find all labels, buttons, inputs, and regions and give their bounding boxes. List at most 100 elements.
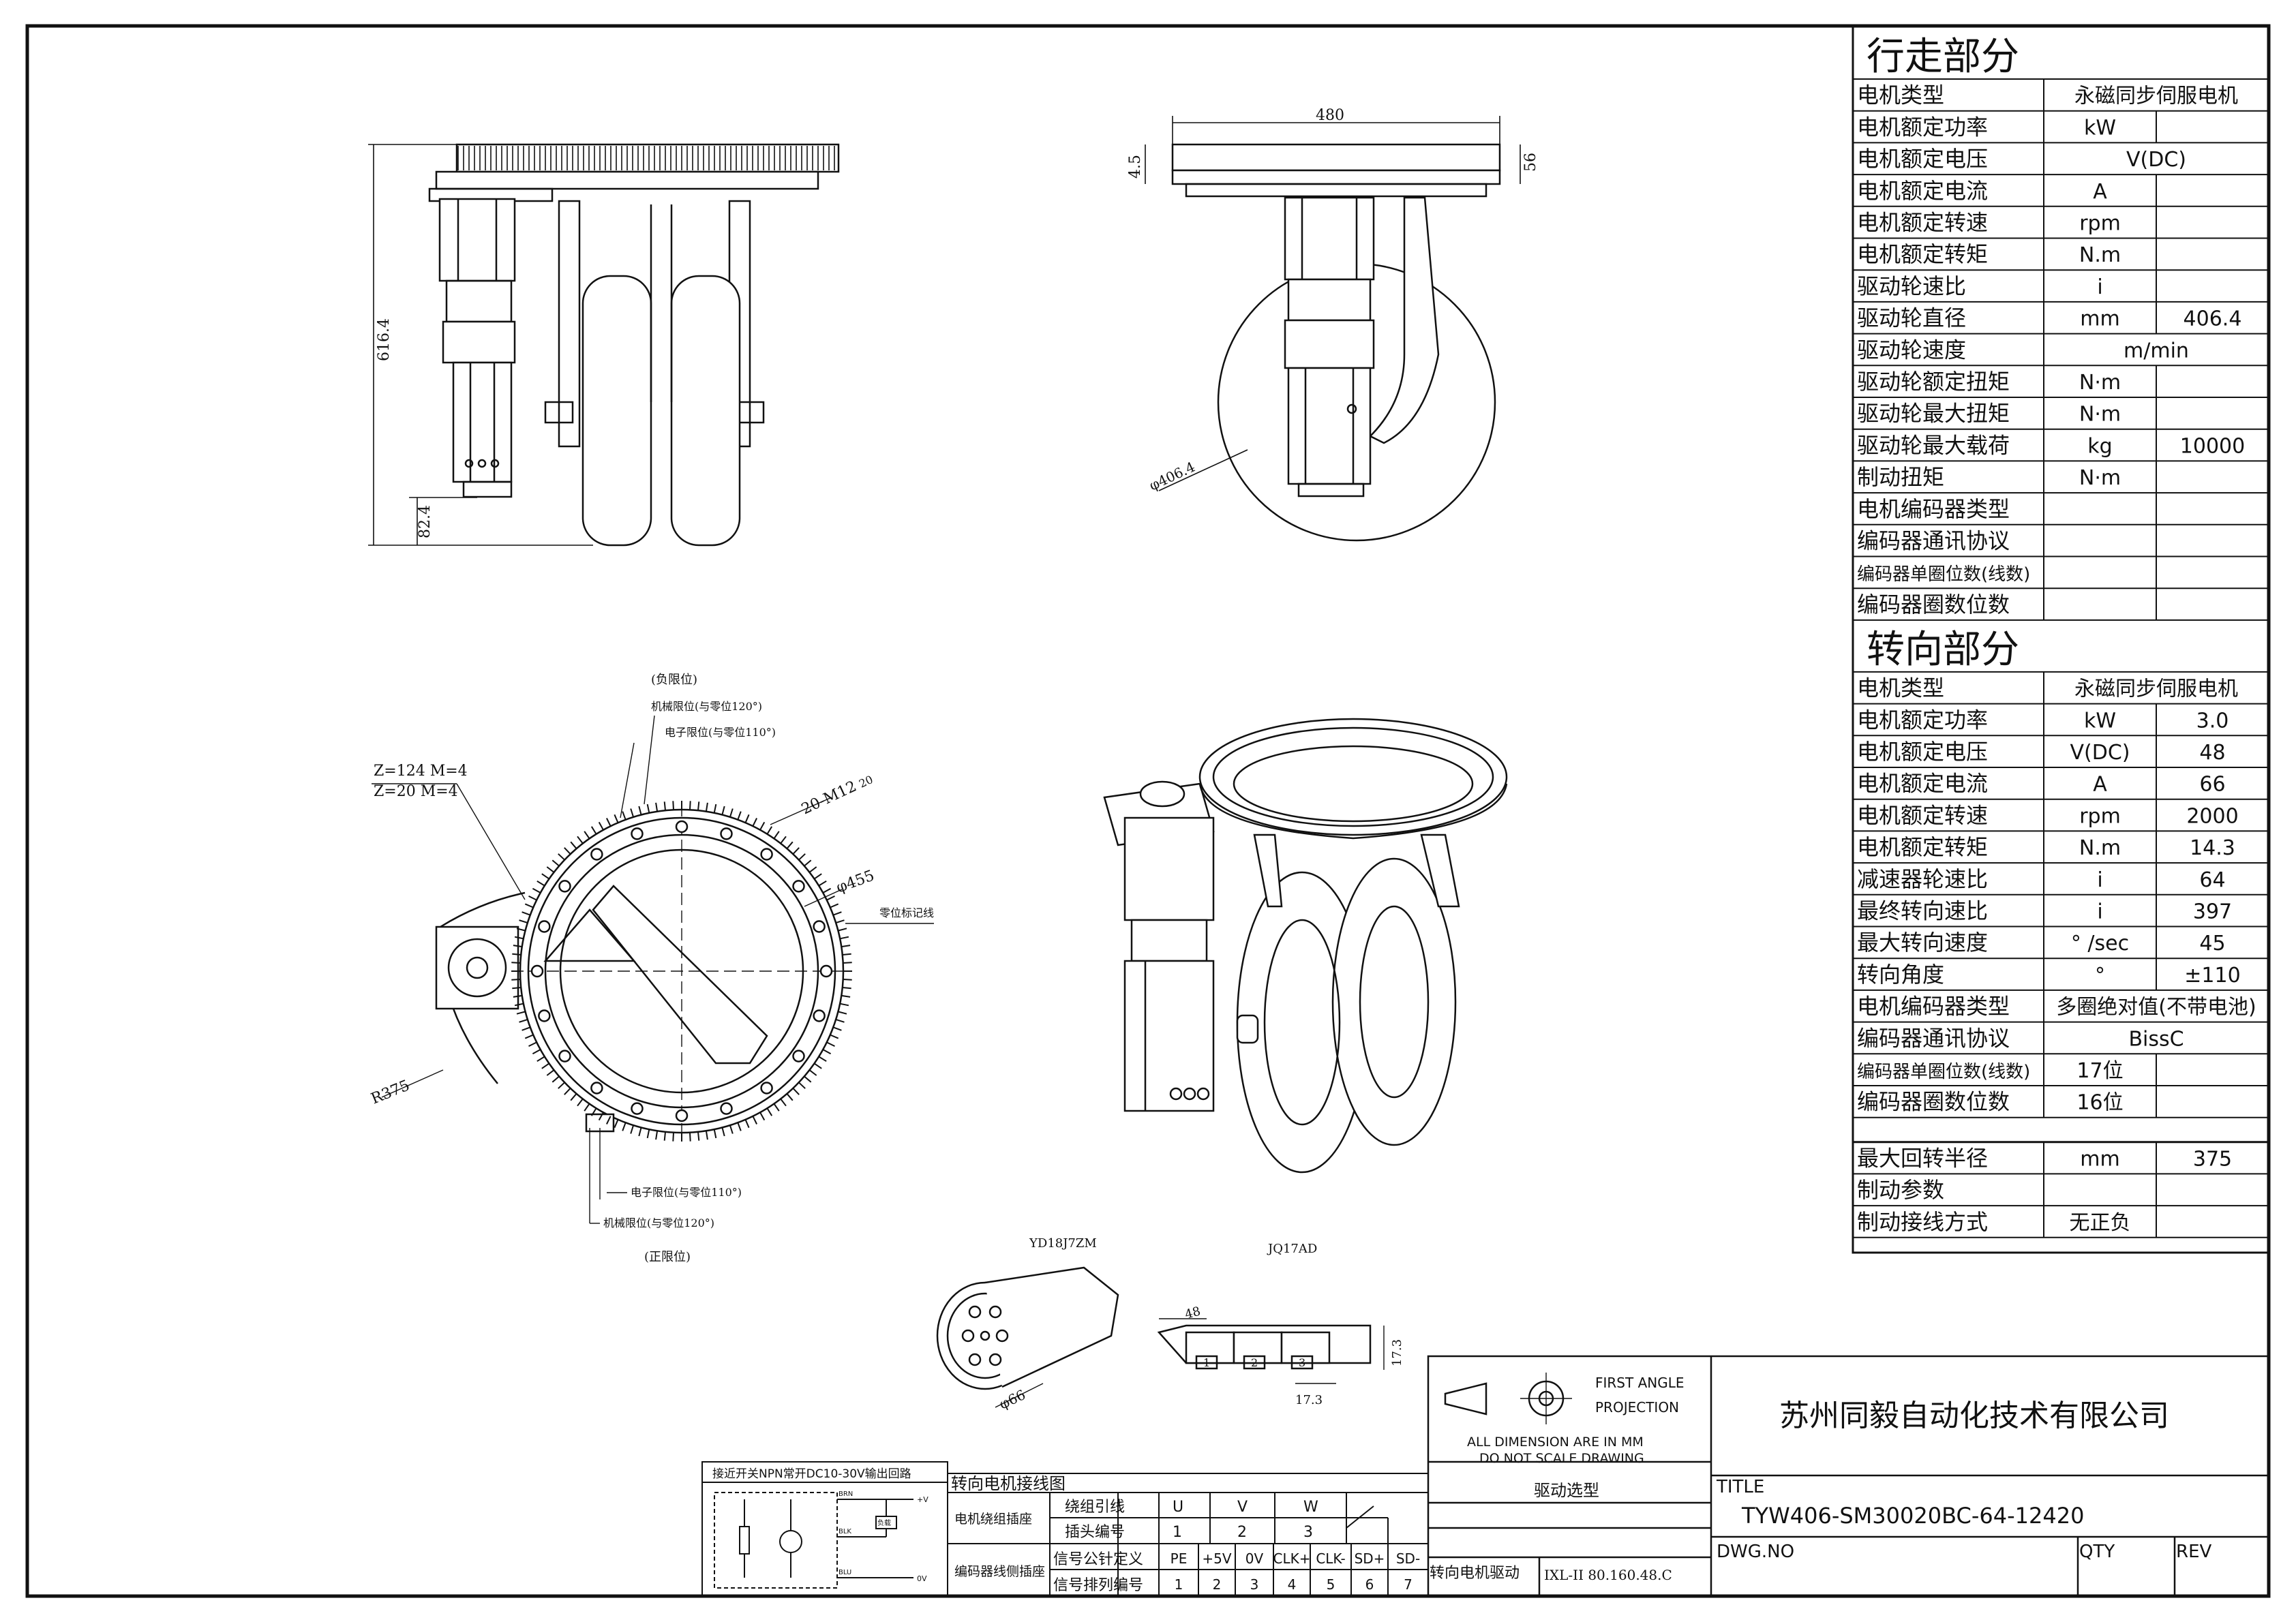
- travel-row-unit: mm: [2080, 307, 2119, 331]
- dim-wheel-diameter: φ406.4: [1147, 459, 1198, 494]
- drive-model: IXL-II 80.160.48.C: [1544, 1567, 1672, 1583]
- steer-row-label: 编码器圈数位数: [1857, 1089, 2010, 1115]
- steer-row-unit: rpm: [2079, 804, 2121, 828]
- sensor-blk: BLK: [839, 1528, 851, 1535]
- travel-row-label: 驱动轮额定扭矩: [1857, 369, 2010, 395]
- travel-row-label: 电机额定转速: [1857, 210, 1988, 236]
- travel-row-unit: V(DC): [2126, 148, 2186, 172]
- wiring-plug-1: 1: [1173, 1524, 1182, 1541]
- signal-def-cell: +5V: [1202, 1550, 1231, 1567]
- steer-row-label: 最终转向速比: [1857, 898, 1988, 924]
- signal-num-cell: 4: [1288, 1576, 1297, 1593]
- limit-neg: (负限位): [651, 673, 697, 687]
- steer-row-value: 14.3: [2190, 836, 2235, 860]
- travel-row-label: 驱动轮速比: [1857, 273, 1966, 299]
- steer-row-label: 最大转向速度: [1857, 930, 1988, 955]
- wiring-motor-socket: 电机绕组插座: [954, 1512, 1032, 1527]
- extra-row-label: 制动接线方式: [1857, 1209, 1988, 1235]
- signal-def-cell: 0V: [1245, 1550, 1264, 1567]
- round-connector-name: YD18J7ZM: [1029, 1236, 1097, 1251]
- title-label: TITLE: [1716, 1477, 1764, 1497]
- signal-def-cell: CLK+: [1273, 1550, 1311, 1567]
- steer-row-unit: A: [2093, 773, 2107, 797]
- wiring-row-2-label: 插头编号: [1065, 1524, 1125, 1541]
- signal-def-cell: SD-: [1396, 1550, 1420, 1567]
- limit-mech-top: 机械限位(与零位120°): [651, 700, 762, 713]
- dim-side-width: 480: [1316, 107, 1344, 124]
- dim-front-bottom: 82.4: [417, 505, 434, 538]
- steer-row-label: 电机额定电流: [1857, 771, 1988, 797]
- steer-row-value: 3.0: [2196, 709, 2229, 733]
- gear-teeth-front: [457, 146, 835, 170]
- travel-row-label: 制动扭矩: [1857, 464, 1944, 490]
- plug-dim-h: 17.3: [1390, 1339, 1404, 1366]
- plug-pin-1: 1: [1203, 1356, 1210, 1369]
- steer-row-label: 编码器单圈位数(线数): [1857, 1062, 2030, 1082]
- drive-label: 转向电机驱动: [1430, 1565, 1520, 1582]
- steer-row-label: 电机额定转速: [1857, 802, 1988, 828]
- travel-row-value: 406.4: [2184, 307, 2242, 331]
- limit-pos: (正限位): [644, 1250, 691, 1264]
- sensor-load: 负载: [877, 1518, 891, 1527]
- drive-type: 驱动选型: [1534, 1481, 1599, 1500]
- title-block: [1427, 1355, 2270, 1597]
- signal-num-cell: 6: [1365, 1576, 1374, 1593]
- steer-row-unit: V(DC): [2070, 741, 2130, 765]
- steer-row-unit: kW: [2084, 709, 2116, 733]
- dim-front-height: 616.4: [376, 318, 393, 361]
- steer-row-label: 电机额定转矩: [1857, 834, 1988, 860]
- plug-dim-bot: 17.3: [1295, 1393, 1323, 1407]
- zero-mark: 零位标记线: [879, 906, 934, 919]
- limit-elec-top: 电子限位(与零位110°): [665, 726, 776, 739]
- travel-row-label: 编码器通讯协议: [1857, 528, 2010, 554]
- rev-label: REV: [2176, 1542, 2211, 1562]
- travel-row-label: 电机额定电流: [1857, 178, 1988, 204]
- travel-row-unit: N·m: [2079, 466, 2121, 490]
- dwg-label: DWG.NO: [1717, 1542, 1794, 1562]
- teeth-big: Z=124 M=4: [374, 763, 468, 780]
- wiring-table: [947, 1473, 1429, 1597]
- travel-row-unit: kg: [2087, 434, 2112, 458]
- steer-row-value: ±110: [2184, 964, 2240, 988]
- first-angle: FIRST ANGLE: [1595, 1375, 1685, 1391]
- travel-row-unit: N.m: [2079, 243, 2121, 267]
- steer-row-label: 电机额定功率: [1857, 707, 1988, 733]
- travel-row-label: 电机编码器类型: [1857, 496, 2010, 522]
- plug-connector: [1157, 1324, 1372, 1370]
- limit-elec-bot: 电子限位(与零位110°): [631, 1186, 742, 1199]
- steer-row-unit: 17位: [2076, 1059, 2123, 1083]
- radius-label: R375: [369, 1077, 412, 1107]
- side-view: [1171, 143, 1501, 542]
- wiring-row-3-label: 信号公针定义: [1053, 1551, 1143, 1568]
- steer-row-label: 电机类型: [1857, 675, 1944, 701]
- sensor-blu: BLU: [839, 1569, 851, 1576]
- extra-row-label: 最大回转半径: [1857, 1145, 1988, 1171]
- travel-row-label: 电机类型: [1857, 82, 1944, 108]
- wiring-u: U: [1173, 1499, 1183, 1516]
- sensor-vzero: 0V: [917, 1574, 927, 1583]
- signal-def-cell: SD+: [1355, 1550, 1385, 1567]
- travel-row-label: 驱动轮速度: [1857, 337, 1966, 363]
- steer-row-unit: i: [2097, 868, 2102, 892]
- steer-row-unit: i: [2097, 900, 2102, 924]
- dim-note-2: DO NOT SCALE DRAWING: [1479, 1451, 1644, 1466]
- front-view: [428, 143, 840, 547]
- steer-row-unit: °: [2095, 964, 2105, 988]
- wiring-v: V: [1237, 1499, 1248, 1516]
- travel-row-label: 编码器单圈位数(线数): [1857, 564, 2030, 585]
- plug-connector-name: JQ17AD: [1267, 1242, 1317, 1256]
- steer-row-label: 电机编码器类型: [1857, 994, 2010, 1020]
- signal-def-cell: PE: [1170, 1550, 1188, 1567]
- plug-dim-w: 48: [1183, 1304, 1203, 1322]
- isometric-view: [1103, 718, 1508, 1174]
- travel-row-unit: 永磁同步伺服电机: [2074, 85, 2238, 108]
- steer-row-value: 45: [2199, 932, 2225, 955]
- steer-row-unit: N.m: [2079, 836, 2121, 860]
- steer-row-label: 编码器通讯协议: [1857, 1025, 2010, 1051]
- round-connector: [936, 1266, 1119, 1390]
- signal-num-cell: 1: [1175, 1576, 1183, 1593]
- travel-row-unit: N·m: [2079, 371, 2121, 395]
- wiring-encoder-socket: 编码器线侧插座: [954, 1564, 1045, 1579]
- wiring-plug-3: 3: [1303, 1524, 1313, 1541]
